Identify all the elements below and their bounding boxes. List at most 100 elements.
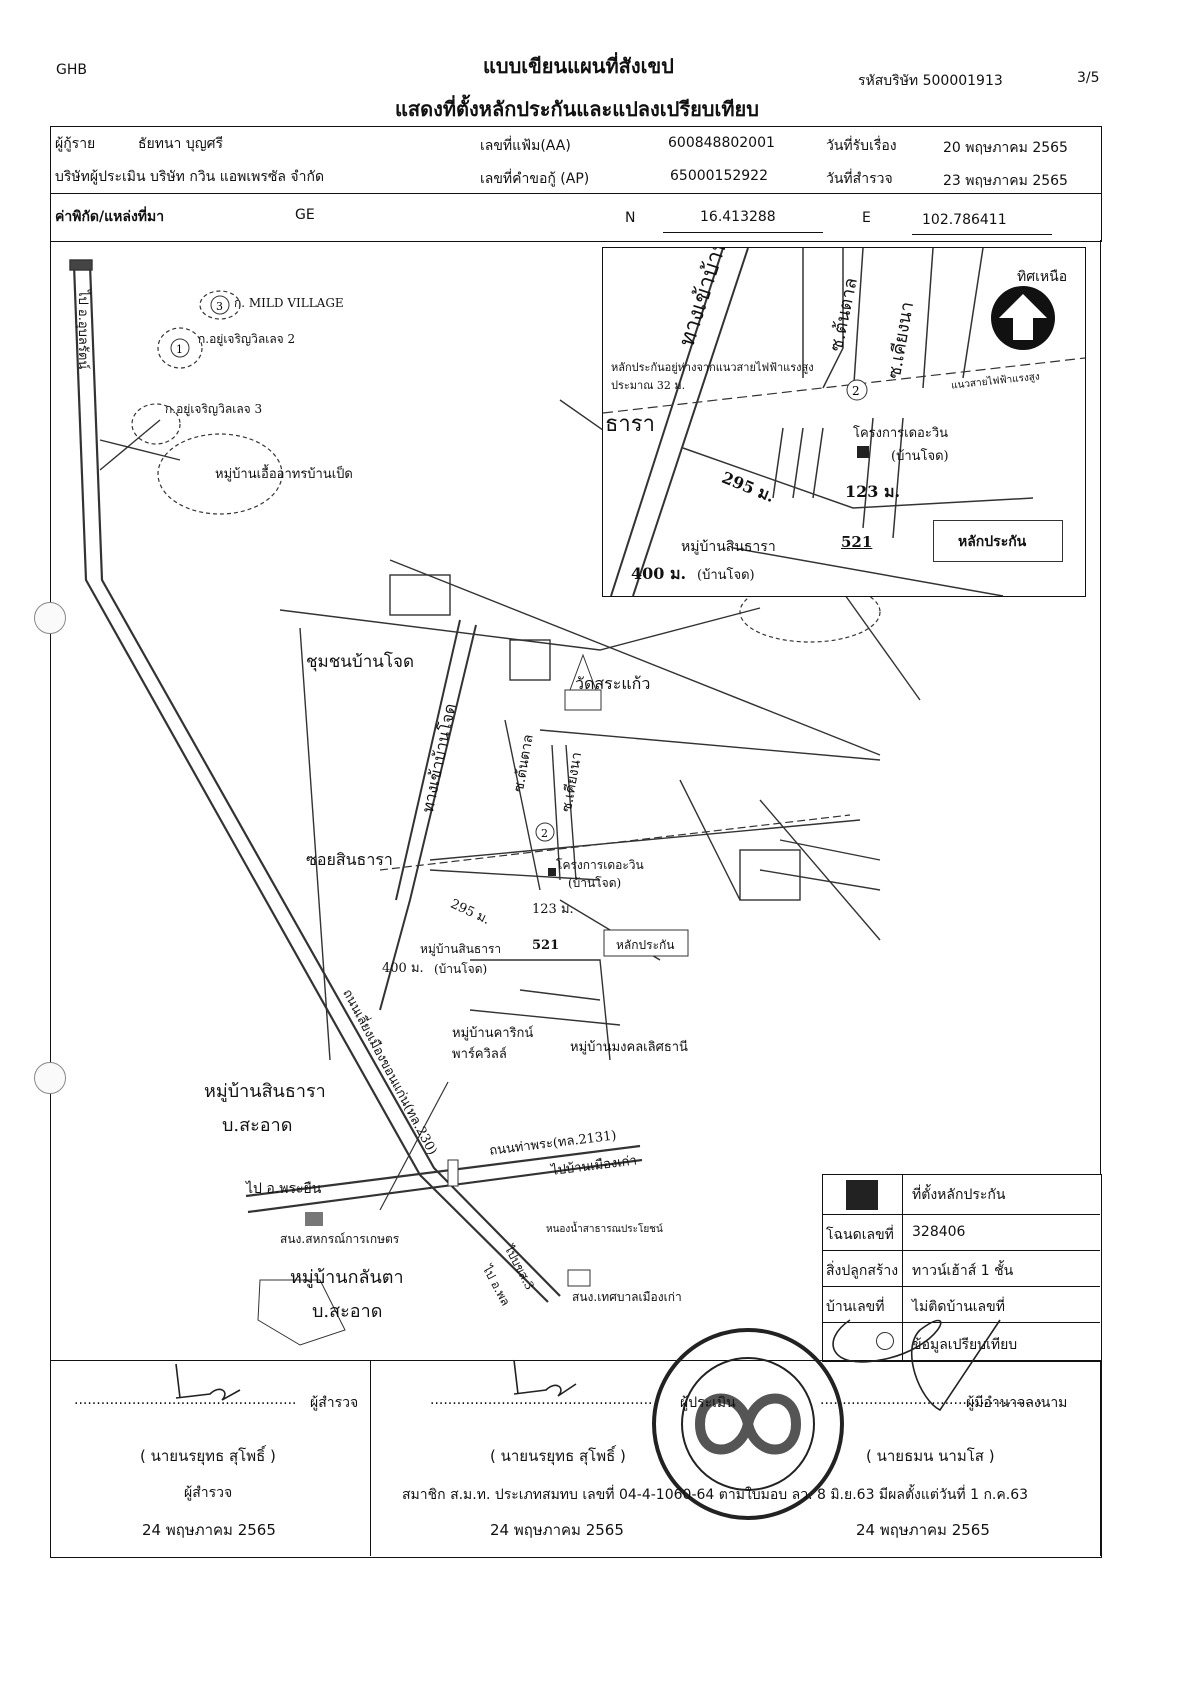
north-arrow-shape	[999, 294, 1047, 340]
highway-2131-road	[245, 1144, 641, 1198]
surveyor-role: ผู้สำรวจ	[310, 1395, 359, 1411]
lot-block	[509, 639, 551, 681]
punch-hole	[34, 602, 66, 634]
company-code-label: รหัสบริษัท	[858, 73, 919, 89]
authority-role: ผู้มีอำนาจลงนาม	[966, 1395, 1068, 1411]
e-label: E	[862, 210, 871, 226]
appraiser-label: บริษัทผู้ประเมิน บริษัท กวิน แอพเพรซัล จ…	[55, 166, 324, 188]
svg-text:2: 2	[541, 827, 548, 840]
map-label-project: โครงการเดอะวิน	[556, 858, 644, 872]
soi-road	[504, 719, 541, 891]
marker-1	[170, 338, 190, 358]
inset-soi	[772, 427, 784, 499]
inset-soi	[812, 427, 824, 499]
local-road	[389, 559, 881, 756]
inset-note-2: ประมาณ 32 ม.	[611, 379, 686, 392]
e-underline	[912, 234, 1052, 235]
village-circle	[131, 403, 181, 445]
frame-right	[1100, 240, 1101, 1556]
company-code-value: 500001913	[922, 73, 1003, 89]
inset-soi	[962, 248, 984, 379]
local-road	[519, 989, 601, 1001]
surveyor-name: ( นายนรยุทธ สุโพธิ์ )	[140, 1447, 276, 1465]
inset-sinthara-sub: (บ้านโจด)	[697, 568, 755, 583]
map-label-collateral: หลักประกัน	[616, 938, 675, 952]
authority-dots: ........................................…	[820, 1392, 1043, 1408]
map-label-karin-park: หมู่บ้านคาริกน์พาร์ควิลล์	[452, 1026, 534, 1062]
road-end-marker	[69, 259, 93, 271]
map-label-yuchareon3: ก.อยู่เจริญวิลเลจ 3	[165, 402, 263, 416]
info-divider	[50, 193, 1102, 194]
coord-source: GE	[295, 207, 315, 223]
local-road	[429, 869, 601, 881]
map-label-muni: สนง.เทศบาลเมืองเก่า	[572, 1290, 682, 1304]
inset-soi	[922, 248, 934, 389]
svg-text:3: 3	[216, 300, 223, 313]
legend-location-label: ที่ตั้งหลักประกัน	[912, 1187, 1006, 1203]
company-seal	[652, 1328, 844, 1520]
map-label-to-phrayuen: ไป อ.พระยืน	[246, 1181, 322, 1197]
file-no-value: 600848802001	[668, 135, 775, 151]
inset-project: โครงการเดอะวิน	[853, 426, 949, 441]
appraiser-company: บริษัท กวิน แอพเพรซัล จำกัด	[150, 169, 325, 185]
signature-divider	[370, 1360, 371, 1556]
e-value: 102.786411	[922, 212, 1007, 228]
legend-building: ทาวน์เฮ้าส์ 1 ชั้น	[912, 1263, 1014, 1279]
authority-signature	[832, 1319, 1001, 1412]
soi-sinthara-road	[429, 819, 861, 861]
local-road	[679, 779, 741, 901]
traffic-light-icon	[447, 1159, 459, 1187]
map-label-sinthara-sub: (บ้านโจด)	[434, 962, 488, 976]
village-circle	[157, 433, 283, 515]
surveyor-signature	[175, 1363, 241, 1401]
legend-house-label: บ้านเลขที่	[826, 1299, 885, 1315]
surveyor-title: ผู้สำรวจ	[184, 1485, 233, 1501]
inset-soi	[792, 427, 804, 499]
svg-text:2: 2	[852, 384, 860, 398]
coord-label: ค่าพิกัด/แหล่งที่มา	[55, 209, 165, 225]
inset-521: 521	[841, 533, 873, 551]
lot-block	[739, 849, 801, 901]
map-label-sa-at-2: บ.สะอาด	[312, 1301, 383, 1322]
svg-text:1: 1	[176, 343, 183, 356]
info-table	[50, 126, 1102, 242]
legend-divider	[822, 1214, 1100, 1215]
map-label-soi-sinthara: ซอยสินธารา	[306, 850, 393, 869]
road-banjod-edge	[395, 619, 461, 901]
received-date: 20 พฤษภาคม 2565	[943, 140, 1068, 156]
lot-block	[389, 574, 451, 616]
inset-dist-123: 123 ม.	[845, 482, 901, 501]
local-road	[279, 607, 761, 651]
highway-2131-road-edge	[247, 1158, 643, 1214]
n-label: N	[625, 210, 636, 226]
received-label: วันที่รับเรื่อง	[826, 138, 897, 154]
surveyor-date: 24 พฤษภาคม 2565	[142, 1521, 276, 1539]
legend-deed-no: 328406	[912, 1224, 966, 1240]
map-label-sinthara-village: หมู่บ้านสินธารา	[420, 942, 502, 956]
building-icon	[305, 1212, 323, 1226]
legend-house-no: ไม่ติดบ้านเลขที่	[912, 1299, 1005, 1315]
local-road	[469, 1009, 621, 1026]
brand-label: GHB	[56, 62, 87, 78]
appraiser-date: 24 พฤษภาคม 2565	[490, 1521, 624, 1539]
inset-map-svg: 2	[603, 248, 1085, 596]
local-road	[779, 839, 881, 861]
local-road	[539, 729, 881, 761]
village-circle	[739, 581, 881, 643]
map-label-sinthara-big: หมู่บ้านสินธารา	[204, 1081, 326, 1102]
inset-project-sub: (บ้านโจด)	[891, 449, 949, 464]
local-road	[759, 869, 881, 891]
marker-3	[210, 295, 230, 315]
page-title: แบบเขียนแผนที่สังเขป	[483, 54, 674, 78]
legend-deed-label: โฉนดเลขที่	[826, 1227, 894, 1243]
local-road	[99, 439, 181, 461]
inset-note: หลักประกันอยู่ห่างจากแนวสายไฟฟ้าแรงสูง	[611, 361, 814, 374]
local-road	[99, 419, 161, 471]
road-banjod	[379, 624, 477, 1011]
inset-map: 2 ทิศเหนือ ธารา หลักประกันอยู่ห่างจากแนว…	[602, 247, 1086, 597]
map-label-pond: หนองน้ำสาธารณประโยชน์	[546, 1224, 663, 1235]
appraiser-name: ( นายนรยุทธ สุโพธิ์ )	[490, 1447, 626, 1465]
